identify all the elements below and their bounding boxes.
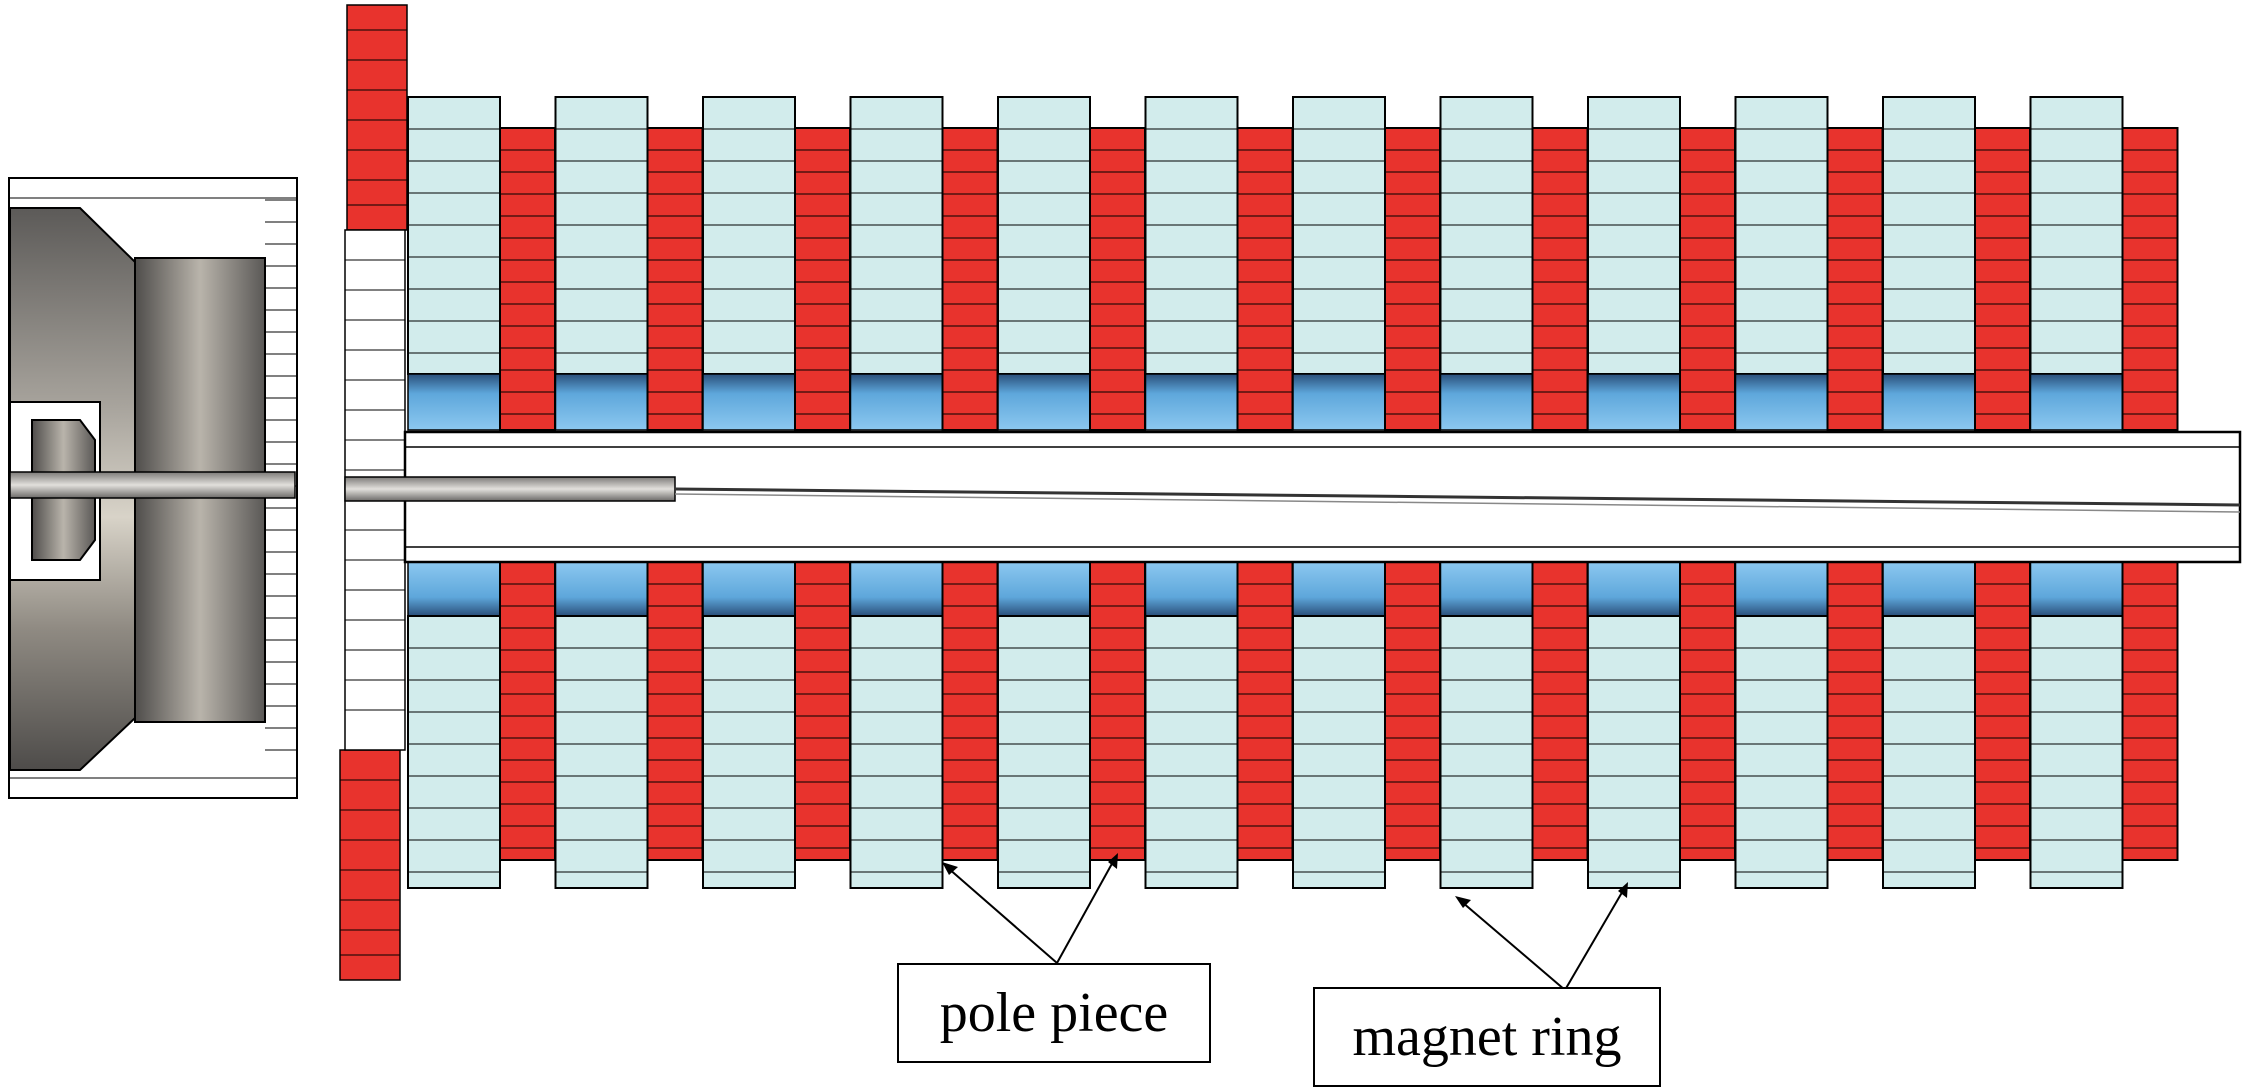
pole-piece-top xyxy=(646,127,704,431)
pole-piece-label-text: pole piece xyxy=(939,982,1169,1044)
pole-piece-bottom xyxy=(646,561,704,861)
bore-gap-top xyxy=(1292,373,1386,431)
magnet-ring-bottom xyxy=(1144,615,1239,889)
pole-piece-bottom xyxy=(1236,561,1294,861)
pole-piece-bottom xyxy=(2121,561,2179,861)
pole-piece-bottom xyxy=(794,561,851,861)
magnet-ring-leaders xyxy=(1455,882,1628,991)
pole-piece-top xyxy=(794,127,851,431)
pole-piece-bottom xyxy=(1826,561,1884,861)
bore-gap-bottom xyxy=(2029,561,2124,617)
pole-piece-bottom xyxy=(941,561,999,861)
bore-gap-bottom xyxy=(1882,561,1976,617)
pole-piece-top xyxy=(941,127,999,431)
pole-piece-top xyxy=(1531,127,1589,431)
magnet-ring-bottom xyxy=(702,615,796,889)
bore-gap-bottom xyxy=(407,561,501,617)
magnet-ring-bottom xyxy=(849,615,944,889)
magnet-ring-top xyxy=(849,96,944,375)
drift-tube xyxy=(344,430,2242,564)
bore-gap-bottom xyxy=(1292,561,1386,617)
pole-piece-top xyxy=(1236,127,1294,431)
magnet-ring-bottom xyxy=(1587,615,1681,889)
pole-piece-bottom xyxy=(1679,561,1736,861)
pole-piece-top xyxy=(1679,127,1736,431)
bore-gap-top xyxy=(702,373,796,431)
magnet-ring-bottom xyxy=(1882,615,1976,889)
magnet-ring-top xyxy=(554,96,649,375)
bore-gap-top xyxy=(1587,373,1681,431)
magnet-ring-top xyxy=(1439,96,1534,375)
magnet-ring-bottom xyxy=(1734,615,1829,889)
bore-gap-top xyxy=(849,373,944,431)
pole-piece-top xyxy=(499,127,556,431)
magnet-ring-bottom xyxy=(554,615,649,889)
magnet-ring-bottom xyxy=(1292,615,1386,889)
pole-piece-bottom xyxy=(1531,561,1589,861)
pole-piece-bottom xyxy=(1089,561,1146,861)
magnet-ring-top xyxy=(2029,96,2124,375)
bore-gap-bottom xyxy=(554,561,649,617)
magnet-ring-label-text: magnet ring xyxy=(1352,1006,1622,1068)
bore-gap-bottom xyxy=(1144,561,1239,617)
magnet-ring-top xyxy=(997,96,1091,375)
bore-gap-bottom xyxy=(1587,561,1681,617)
bore-gap-top xyxy=(554,373,649,431)
pole-piece-top xyxy=(1384,127,1441,431)
magnet-ring-top xyxy=(702,96,796,375)
bore-gap-bottom xyxy=(1734,561,1829,617)
magnet-ring-label: magnet ring xyxy=(1313,987,1661,1087)
bore-gap-bottom xyxy=(849,561,944,617)
bore-gap-top xyxy=(1439,373,1534,431)
magnet-ring-bottom xyxy=(2029,615,2124,889)
magnet-ring-top xyxy=(1734,96,1829,375)
beam-rod xyxy=(344,476,676,502)
bore-gap-top xyxy=(2029,373,2124,431)
magnet-ring-bottom xyxy=(1439,615,1534,889)
electron-gun-assembly xyxy=(8,177,298,799)
gun-anode-rod xyxy=(9,471,296,499)
magnet-ring-bottom xyxy=(997,615,1091,889)
pole-piece-leaders xyxy=(942,853,1118,964)
magnet-ring-bottom xyxy=(407,615,501,889)
pole-piece-bottom xyxy=(499,561,556,861)
gun-housing-hatching xyxy=(9,197,297,779)
pole-piece-top xyxy=(2121,127,2179,431)
pole-piece-top xyxy=(1089,127,1146,431)
pole-piece-label: pole piece xyxy=(897,963,1211,1063)
magnet-ring-top xyxy=(1882,96,1976,375)
bore-gap-top xyxy=(407,373,501,431)
pole-piece-bottom xyxy=(1974,561,2031,861)
bore-gap-bottom xyxy=(1439,561,1534,617)
magnet-ring-top xyxy=(1144,96,1239,375)
flange-hatching xyxy=(340,29,407,956)
pole-piece-top xyxy=(1826,127,1884,431)
bore-gap-bottom xyxy=(702,561,796,617)
magnet-ring-top xyxy=(407,96,501,375)
ppm-stack xyxy=(407,96,2179,889)
magnet-ring-top xyxy=(1292,96,1386,375)
pole-piece-top xyxy=(1974,127,2031,431)
bore-gap-top xyxy=(1144,373,1239,431)
bore-gap-top xyxy=(997,373,1091,431)
pole-piece-bottom xyxy=(1384,561,1441,861)
bore-gap-bottom xyxy=(997,561,1091,617)
beam-line xyxy=(674,487,2241,507)
bore-gap-top xyxy=(1734,373,1829,431)
magnet-ring-top xyxy=(1587,96,1681,375)
bore-gap-top xyxy=(1882,373,1976,431)
